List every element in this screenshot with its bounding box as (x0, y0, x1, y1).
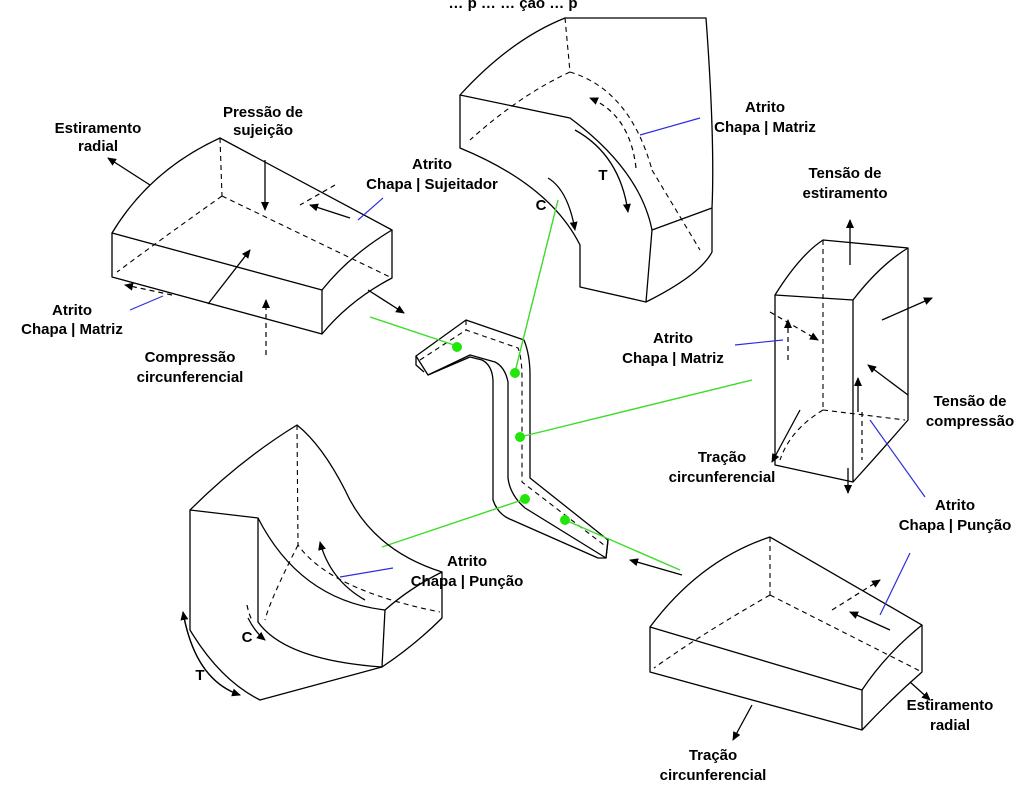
label-atrito-matriz-tl-2: Chapa | Matriz (21, 321, 123, 338)
label-pressao-sujeicao-2: sujeição (233, 122, 293, 139)
label-tensao-compressao-2: compressão (926, 413, 1014, 430)
label-bl-T: T (195, 667, 204, 684)
label-estiramento-radial-tl-2: radial (78, 138, 118, 155)
label-atrito-matriz-r-2: Chapa | Matriz (622, 350, 724, 367)
label-tracao-circ-r-2: circunferencial (669, 469, 776, 486)
label-estiramento-radial-tl-1: Estiramento (55, 120, 142, 137)
label-tc-C: C (536, 197, 547, 214)
label-atrito-matriz-tc-2: Chapa | Matriz (714, 119, 816, 136)
label-atrito-matriz-tl-1: Atrito (52, 302, 92, 319)
center-part-profile (370, 200, 752, 570)
label-tc-T: T (598, 167, 607, 184)
label-tensao-estiramento-2: estiramento (802, 185, 887, 202)
label-atrito-puncao-r-2: Chapa | Punção (899, 517, 1012, 534)
label-compressao-circ-1: Compressão (145, 349, 236, 366)
label-compressao-circ-2: circunferencial (137, 369, 244, 386)
label-atrito-puncao-bl-2: Chapa | Punção (411, 573, 524, 590)
label-tracao-circ-br-2: circunferencial (660, 767, 767, 784)
label-pressao-sujeicao-1: Pressão de (223, 104, 303, 121)
block-bottom-left (183, 425, 442, 700)
block-top-left (108, 138, 404, 355)
label-tensao-estiramento-1: Tensão de (808, 165, 881, 182)
label-atrito-sujeitador-1: Atrito (412, 156, 452, 173)
label-tracao-circ-r-1: Tração (698, 449, 746, 466)
label-atrito-matriz-tc-1: Atrito (745, 99, 785, 116)
block-top-center (460, 18, 713, 302)
label-atrito-puncao-bl-1: Atrito (447, 553, 487, 570)
label-tensao-compressao-1: Tensão de (933, 393, 1006, 410)
diagram-title: … p … … ção … p (448, 0, 577, 12)
label-atrito-sujeitador-2: Chapa | Sujeitador (366, 176, 498, 193)
block-right (735, 220, 932, 497)
label-bl-C: C (242, 629, 253, 646)
label-atrito-puncao-r-1: Atrito (935, 497, 975, 514)
label-tracao-circ-br-1: Tração (689, 747, 737, 764)
label-estiramento-radial-br-2: radial (930, 717, 970, 734)
label-estiramento-radial-br-1: Estiramento (907, 697, 994, 714)
label-atrito-matriz-r-1: Atrito (653, 330, 693, 347)
